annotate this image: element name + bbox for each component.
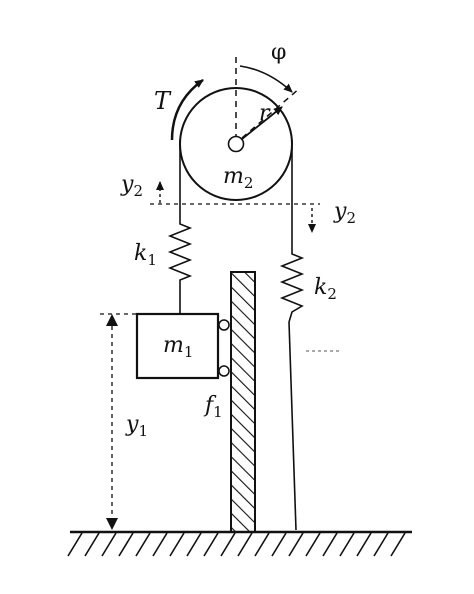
wall — [230, 271, 256, 533]
ground-hatch-stroke — [356, 532, 372, 557]
roller-top — [218, 319, 230, 331]
rotation-dashed-line — [241, 87, 301, 139]
y1-arrow-top — [106, 314, 118, 326]
right-lower-rope — [288, 321, 297, 531]
label-y2-right: y2 — [333, 199, 356, 227]
label-phi: φ — [271, 40, 286, 65]
ground-hatch-stroke — [271, 532, 287, 557]
y1-arrow-bottom — [106, 518, 118, 530]
label-r: r — [259, 101, 271, 126]
pulley — [170, 57, 301, 201]
ground-hatch-stroke — [152, 532, 168, 557]
ground-hatch-stroke — [67, 532, 83, 557]
ground-hatch-stroke — [186, 532, 202, 557]
ground-hatch-stroke — [135, 532, 151, 557]
spring-k1 — [167, 218, 193, 285]
ground-hatch-stroke — [220, 532, 236, 557]
phi-arrow — [239, 65, 293, 93]
label-y2-left: y2 — [120, 172, 143, 200]
ground-hatch-stroke — [203, 532, 219, 557]
ground-hatch-stroke — [339, 532, 355, 557]
spring-k2 — [279, 248, 305, 323]
ground — [67, 530, 412, 557]
pulley-axle — [227, 135, 245, 153]
ground-hatch-stroke — [322, 532, 338, 557]
ground-hatch-stroke — [118, 532, 134, 557]
label-k2: k2 — [314, 275, 337, 303]
ground-hatch-stroke — [169, 532, 185, 557]
radius-arrow — [241, 106, 283, 140]
ground-hatch-stroke — [305, 532, 321, 557]
torque-arrow — [170, 78, 204, 141]
mass-m1 — [135, 312, 220, 380]
label-y1: y1 — [125, 412, 148, 440]
roller-bottom — [218, 365, 230, 377]
ground-hatch-stroke — [390, 532, 406, 557]
label-torque: T — [154, 87, 172, 115]
ground-hatch-stroke — [254, 532, 270, 557]
label-f1: f1 — [203, 393, 223, 421]
ground-hatch-stroke — [237, 532, 253, 557]
ground-hatch-stroke — [373, 532, 389, 557]
label-m1: m1 — [163, 333, 193, 361]
ground-hatch-stroke — [84, 532, 100, 557]
ground-hatch-stroke — [101, 532, 117, 557]
label-m2: m2 — [223, 164, 253, 192]
ground-hatch-stroke — [288, 532, 304, 557]
label-k1: k1 — [134, 241, 157, 269]
